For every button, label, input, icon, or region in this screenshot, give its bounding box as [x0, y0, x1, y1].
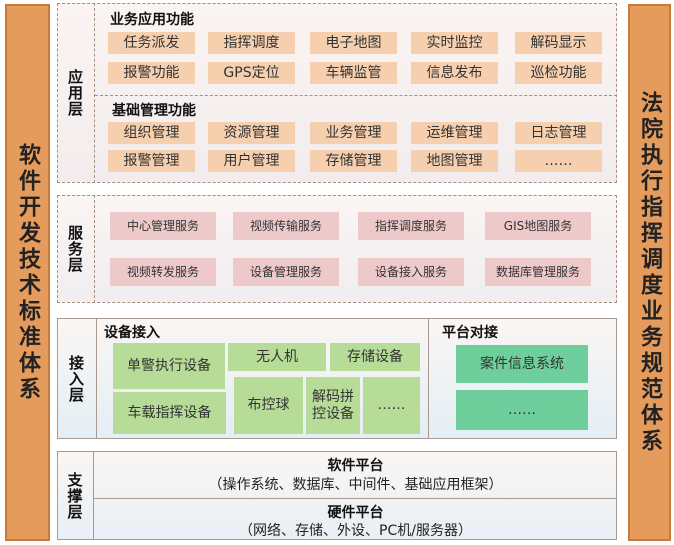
basic-item[interactable]: 日志管理	[515, 122, 602, 144]
business-item[interactable]: 电子地图	[310, 32, 397, 54]
divider	[95, 95, 617, 96]
device-deploy-ball[interactable]: 布控球	[234, 377, 303, 434]
device-decoder[interactable]: 解码拼控设备	[306, 377, 360, 434]
device-storage[interactable]: 存储设备	[330, 343, 420, 371]
basic-item[interactable]: 存储管理	[310, 150, 397, 172]
basic-item[interactable]: 地图管理	[411, 150, 498, 172]
basic-item[interactable]: 业务管理	[310, 122, 397, 144]
service-item[interactable]: 数据库管理服务	[485, 258, 591, 286]
software-platform-title: 软件平台	[327, 458, 384, 474]
device-more[interactable]: ……	[363, 377, 420, 434]
service-item[interactable]: 设备接入服务	[358, 258, 464, 286]
hardware-platform-title: 硬件平台	[327, 505, 384, 521]
basic-item[interactable]: ……	[515, 150, 602, 172]
device-title: 设备接入	[104, 325, 160, 341]
support-layer-label: 支撑层	[57, 451, 94, 540]
software-standards-bar: 软件开发技术标准体系	[5, 4, 50, 541]
business-item[interactable]: GPS定位	[208, 62, 295, 84]
service-item[interactable]: 设备管理服务	[233, 258, 339, 286]
basic-item[interactable]: 运维管理	[411, 122, 498, 144]
device-single-police[interactable]: 单警执行设备	[113, 343, 225, 389]
basic-item[interactable]: 资源管理	[208, 122, 295, 144]
basic-title: 基础管理功能	[112, 103, 196, 119]
business-title: 业务应用功能	[110, 12, 194, 28]
platform-case-system[interactable]: 案件信息系统	[456, 345, 588, 383]
service-item[interactable]: 视频传输服务	[233, 212, 339, 240]
service-item[interactable]: 指挥调度服务	[358, 212, 464, 240]
business-item[interactable]: 信息发布	[411, 62, 498, 84]
support-layer	[57, 451, 617, 540]
platform-title: 平台对接	[442, 325, 498, 341]
basic-item[interactable]: 报警管理	[108, 150, 195, 172]
service-layer-label: 服务层	[57, 195, 95, 303]
hardware-platform-desc: （网络、存储、外设、PC机/服务器）	[239, 523, 472, 539]
business-item[interactable]: 任务派发	[108, 32, 195, 54]
divider	[428, 318, 429, 439]
platform-more[interactable]: ……	[456, 390, 588, 430]
business-item[interactable]: 实时监控	[411, 32, 498, 54]
basic-item[interactable]: 组织管理	[108, 122, 195, 144]
basic-item[interactable]: 用户管理	[208, 150, 295, 172]
business-item[interactable]: 报警功能	[108, 62, 195, 84]
business-item[interactable]: 指挥调度	[208, 32, 295, 54]
service-item[interactable]: 视频转发服务	[110, 258, 216, 286]
business-item[interactable]: 解码显示	[515, 32, 602, 54]
divider	[94, 498, 617, 499]
software-platform-desc: （操作系统、数据库、中间件、基础应用框架）	[208, 477, 503, 493]
business-item[interactable]: 巡检功能	[515, 62, 602, 84]
app-layer-label: 应用层	[57, 3, 95, 183]
service-item[interactable]: 中心管理服务	[110, 212, 216, 240]
device-vehicle-command[interactable]: 车载指挥设备	[113, 392, 226, 434]
access-layer-label: 接入层	[57, 318, 97, 439]
business-item[interactable]: 车辆监管	[310, 62, 397, 84]
device-drone[interactable]: 无人机	[228, 343, 326, 371]
service-item[interactable]: GIS地图服务	[485, 212, 591, 240]
business-standards-bar: 法院执行指挥调度业务规范体系	[628, 4, 671, 541]
